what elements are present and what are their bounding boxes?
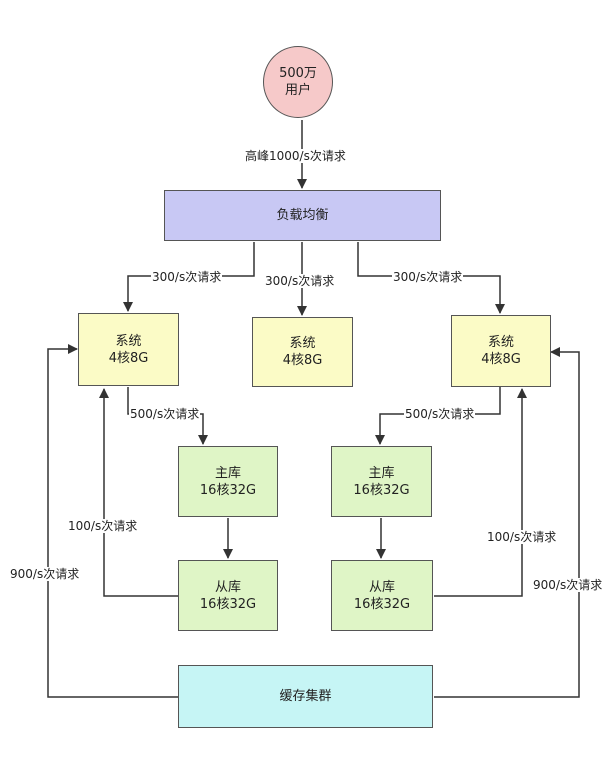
slave-db-right: 从库 16核32G (331, 560, 433, 631)
edge-label-left-to-master: 500/s次请求 (129, 407, 201, 421)
system-node-middle: 系统 4核8G (252, 317, 353, 387)
cache-cluster-node: 缓存集群 (178, 665, 433, 728)
master-left-title: 主库 (214, 465, 241, 481)
edge-label-right-to-master: 500/s次请求 (404, 407, 476, 421)
master-db-left: 主库 16核32G (178, 446, 278, 517)
edge-slave-right-to-system (434, 388, 527, 597)
system-mid-title: 系统 (289, 336, 316, 351)
system-left-spec: 4核8G (108, 350, 149, 366)
master-right-spec: 16核32G (353, 482, 410, 498)
edge-slave-left-to-system (99, 388, 178, 597)
system-mid-spec: 4核8G (282, 353, 323, 368)
cache-cluster-label: 缓存集群 (279, 689, 332, 704)
system-left-title: 系统 (115, 333, 142, 349)
system-node-left: 系统 4核8G (78, 313, 179, 386)
slave-right-title: 从库 (368, 579, 395, 595)
load-balancer-label: 负载均衡 (276, 208, 329, 223)
edge-label-slave-left-to-system: 100/s次请求 (67, 519, 139, 533)
master-left-spec: 16核32G (199, 482, 257, 498)
slave-left-title: 从库 (214, 579, 241, 595)
system-node-right: 系统 4核8G (451, 315, 551, 387)
load-balancer-node: 负载均衡 (164, 190, 441, 241)
users-node: 500万 用户 (263, 46, 333, 118)
edge-label-lb-to-mid: 300/s次请求 (264, 274, 336, 288)
edge-label-cache-to-right: 900/s次请求 (532, 578, 604, 592)
users-label: 用户 (284, 83, 311, 98)
edge-cache-to-left (47, 344, 178, 698)
edge-label-lb-to-right: 300/s次请求 (392, 270, 464, 284)
master-db-right: 主库 16核32G (331, 446, 432, 517)
system-right-title: 系统 (487, 335, 514, 350)
users-count: 500万 (279, 66, 317, 81)
edge-label-lb-to-left: 300/s次请求 (151, 270, 223, 284)
master-right-title: 主库 (368, 465, 395, 481)
slave-left-spec: 16核32G (199, 596, 257, 612)
edge-label-users-to-lb: 高峰1000/s次请求 (244, 149, 347, 163)
slave-db-left: 从库 16核32G (178, 560, 278, 631)
edge-label-cache-to-left: 900/s次请求 (9, 567, 81, 581)
edge-cache-to-right (434, 347, 580, 698)
slave-right-spec: 16核32G (353, 596, 411, 612)
system-right-spec: 4核8G (481, 352, 521, 367)
edge-label-slave-right-to-system: 100/s次请求 (486, 530, 558, 544)
